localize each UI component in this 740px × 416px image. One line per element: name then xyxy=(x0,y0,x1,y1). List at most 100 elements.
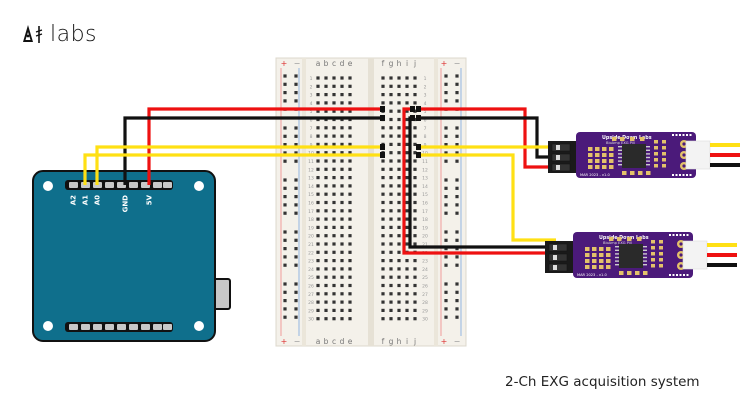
breadboard-hole xyxy=(340,192,344,196)
breadboard-hole xyxy=(397,159,401,163)
breadboard-hole xyxy=(324,101,328,105)
pad xyxy=(599,247,604,251)
row-number: 8 xyxy=(310,134,313,140)
breadboard-hole xyxy=(405,159,409,163)
rail-hole xyxy=(294,178,298,182)
pad xyxy=(585,265,590,269)
electrode-wire-red xyxy=(707,253,737,257)
breadboard-hole xyxy=(316,250,320,254)
breadboard-hole xyxy=(340,209,344,213)
breadboard-hole xyxy=(405,234,409,238)
pad xyxy=(609,153,614,157)
breadboard-hole xyxy=(413,176,417,180)
breadboard-hole xyxy=(397,151,401,155)
breadboard-hole xyxy=(324,217,328,221)
row-number: 1 xyxy=(424,76,427,82)
breadboard-hole xyxy=(389,134,393,138)
breadboard-hole xyxy=(316,234,320,238)
breadboard-hole xyxy=(324,84,328,88)
rail-hole xyxy=(283,74,287,78)
rail-hole xyxy=(294,263,298,267)
header-pin xyxy=(163,182,172,188)
breadboard-hole xyxy=(405,176,409,180)
column-label: i xyxy=(406,59,408,68)
rail-hole xyxy=(455,186,459,190)
pad xyxy=(609,159,614,163)
row-number: 13 xyxy=(308,176,314,182)
breadboard-hole xyxy=(413,76,417,80)
row-number: 30 xyxy=(308,317,314,323)
breadboard-hole xyxy=(324,176,328,180)
rail-hole xyxy=(283,143,287,147)
breadboard-hole xyxy=(340,76,344,80)
column-label: g xyxy=(389,59,394,68)
breadboard-hole xyxy=(413,283,417,288)
breadboard-hole xyxy=(340,159,344,163)
row-number: 16 xyxy=(308,201,314,207)
breadboard-hole xyxy=(405,117,409,122)
electrode-wire-black xyxy=(710,163,740,167)
breadboard-hole xyxy=(397,242,401,246)
rail-hole xyxy=(455,159,459,163)
breadboard-hole xyxy=(316,159,320,163)
rail-hole xyxy=(444,315,448,319)
rail-hole xyxy=(283,238,287,242)
rail-hole xyxy=(455,195,459,199)
breadboard-hole xyxy=(316,176,320,180)
rail-hole xyxy=(294,126,298,130)
pad xyxy=(599,265,604,269)
breadboard-hole xyxy=(332,275,336,279)
pad xyxy=(602,159,607,163)
breadboard-hole xyxy=(324,126,328,130)
breadboard-hole xyxy=(381,200,385,205)
breadboard-hole xyxy=(389,217,393,221)
row-number: 23 xyxy=(422,259,428,265)
rail-hole xyxy=(294,151,298,155)
breadboard-hole xyxy=(397,93,401,97)
rail-hole xyxy=(283,186,287,190)
rail-hole xyxy=(455,307,459,311)
breadboard-hole xyxy=(348,84,352,88)
row-number: 7 xyxy=(424,126,427,132)
mount-hole xyxy=(194,181,204,191)
row-number: 26 xyxy=(422,284,428,290)
breadboard-hole xyxy=(397,109,401,113)
breadboard-hole xyxy=(324,192,328,196)
electrode-wire-red xyxy=(710,153,740,157)
breadboard-hole xyxy=(405,300,409,304)
rail-hole xyxy=(455,290,459,294)
pin-label-a0: A0 xyxy=(94,195,102,205)
breadboard-hole xyxy=(381,184,385,188)
rail-hole xyxy=(444,230,448,234)
row-number: 12 xyxy=(308,167,314,173)
pad xyxy=(599,253,604,257)
breadboard-hole xyxy=(340,275,344,279)
breadboard-hole xyxy=(397,250,401,254)
row-number: 19 xyxy=(422,225,428,231)
logo-text: labs xyxy=(50,21,98,47)
breadboard-hole xyxy=(324,300,328,304)
breadboard-hole xyxy=(348,242,352,246)
breadboard-hole xyxy=(389,142,393,146)
breadboard-hole xyxy=(340,317,344,321)
header-pin xyxy=(129,182,138,188)
breadboard-hole xyxy=(413,242,417,246)
rail-plus-label-bottom-left: + xyxy=(281,337,288,346)
breadboard-hole xyxy=(348,300,352,304)
breadboard-hole xyxy=(389,200,393,205)
diagram-caption: 2-Ch EXG acquisition system xyxy=(505,374,700,390)
wire-5v xyxy=(147,107,382,185)
breadboard-hole xyxy=(316,184,320,188)
breadboard-hole xyxy=(316,217,320,221)
breadboard-hole xyxy=(332,142,336,146)
rail-hole xyxy=(455,238,459,242)
breadboard-hole xyxy=(381,159,385,163)
breadboard-hole xyxy=(397,225,401,229)
rail-hole xyxy=(455,178,459,182)
breadboard-hole xyxy=(389,101,393,105)
breadboard-hole xyxy=(324,159,328,163)
breadboard-hole xyxy=(332,93,336,97)
breadboard-hole xyxy=(381,300,385,304)
breadboard-hole xyxy=(340,217,344,221)
